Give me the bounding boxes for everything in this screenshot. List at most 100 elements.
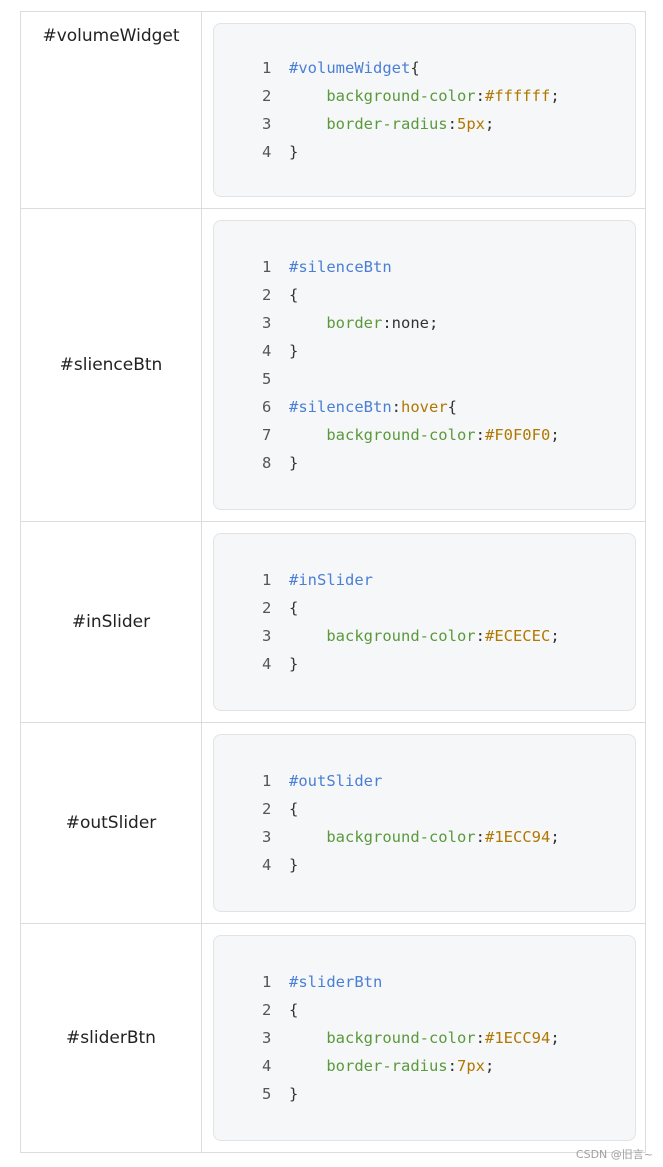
code-line: 1 #inSlider — [262, 566, 635, 594]
code-token: : — [475, 1029, 485, 1047]
code-token: #ECECEC — [484, 627, 551, 645]
line-number: 5 — [262, 370, 272, 388]
code-token: } — [289, 1085, 299, 1103]
code-token: : — [475, 828, 485, 846]
selector-cell: #volumeWidget — [21, 12, 202, 208]
selector-cell: #slienceBtn — [21, 209, 202, 521]
code-token: } — [289, 655, 299, 673]
code-token: ; — [550, 87, 560, 105]
code-token: #silenceBtn — [289, 258, 392, 276]
code-line: 5 — [262, 365, 635, 393]
code-line: 7 background-color:#F0F0F0; — [262, 421, 635, 449]
code-line: 8} — [262, 449, 635, 477]
line-number: 4 — [262, 856, 272, 874]
code-token: 5px — [457, 115, 485, 133]
line-number: 2 — [262, 800, 272, 818]
code-line: 4} — [262, 138, 635, 166]
code-token: : — [475, 87, 485, 105]
code-token: #F0F0F0 — [484, 426, 551, 444]
code-token: background-color — [326, 1029, 476, 1047]
code-token: { — [289, 286, 299, 304]
line-number: 1 — [262, 772, 272, 790]
code-line: 2{ — [262, 795, 635, 823]
code-token: background-color — [326, 87, 476, 105]
selector-cell: #sliderBtn — [21, 924, 202, 1152]
line-number: 3 — [262, 314, 272, 332]
code-token: { — [289, 599, 299, 617]
code-token: ; — [485, 115, 495, 133]
code-token: { — [447, 398, 458, 416]
code-token: #outSlider — [289, 772, 383, 790]
code-line: 4} — [262, 851, 635, 879]
line-number: 2 — [262, 87, 272, 105]
code-cell: 1#volumeWidget{2 background-color:#fffff… — [202, 12, 646, 208]
code-token: none — [391, 314, 429, 332]
code-line: 3 background-color:#1ECC94; — [262, 1024, 635, 1052]
code-token: } — [289, 454, 299, 472]
code-token — [289, 823, 326, 851]
code-token: 7px — [457, 1057, 485, 1075]
code-line: 5} — [262, 1080, 635, 1108]
code-token — [289, 622, 326, 650]
code-token: #sliderBtn — [289, 973, 383, 991]
code-line: 3 border:none; — [262, 309, 635, 337]
line-number: 4 — [262, 1057, 272, 1075]
code-token — [289, 110, 326, 138]
code-token: : — [475, 426, 485, 444]
code-token: : — [475, 627, 485, 645]
selector-label: #inSlider — [71, 612, 151, 632]
watermark: CSDN @旧言~ — [575, 1148, 653, 1161]
code-token: { — [410, 59, 420, 77]
code-token: } — [289, 143, 299, 161]
line-number: 3 — [262, 1029, 272, 1047]
code-token — [289, 421, 326, 449]
code-token: : — [447, 1057, 457, 1075]
code-line: 3 background-color:#ECECEC; — [262, 622, 635, 650]
code-block: 1#volumeWidget{2 background-color:#fffff… — [213, 23, 636, 197]
code-token: background-color — [326, 426, 476, 444]
css-style-table: #volumeWidget 1#volumeWidget{2 backgroun… — [20, 11, 646, 1153]
code-line: 1 #volumeWidget{ — [262, 54, 635, 82]
code-token: } — [289, 856, 299, 874]
selector-label: #sliderBtn — [66, 1028, 156, 1048]
code-token: background-color — [326, 828, 476, 846]
code-token: hover — [401, 398, 448, 416]
line-number: 1 — [262, 571, 272, 589]
line-number: 6 — [262, 398, 272, 416]
selector-cell: #outSlider — [21, 723, 202, 923]
line-number: 2 — [262, 599, 272, 617]
code-line: 4} — [262, 650, 635, 678]
line-number: 2 — [262, 286, 272, 304]
selector-label: #outSlider — [65, 813, 157, 833]
code-token: #volumeWidget — [289, 59, 411, 77]
code-line: 1 #outSlider — [262, 767, 635, 795]
code-token: } — [289, 342, 299, 360]
line-number: 2 — [262, 1001, 272, 1019]
selector-label: #volumeWidget — [42, 26, 180, 46]
code-line: 1#silenceBtn — [262, 253, 635, 281]
code-token: ; — [550, 627, 560, 645]
line-number: 4 — [262, 143, 272, 161]
code-token: ; — [485, 1057, 495, 1075]
code-line: 2{ — [262, 594, 635, 622]
line-number: 3 — [262, 627, 272, 645]
table-row: #slienceBtn 1#silenceBtn 2 {3 border:none;… — [21, 209, 646, 522]
line-number: 1 — [262, 973, 272, 991]
line-number: 4 — [262, 342, 272, 360]
code-token: : — [382, 314, 392, 332]
code-token — [289, 1024, 326, 1052]
code-token: ; — [550, 1029, 560, 1047]
code-token: background-color — [326, 627, 476, 645]
code-line: 4} — [262, 337, 635, 365]
line-number: 1 — [262, 59, 272, 77]
code-token: #inSlider — [289, 571, 373, 589]
